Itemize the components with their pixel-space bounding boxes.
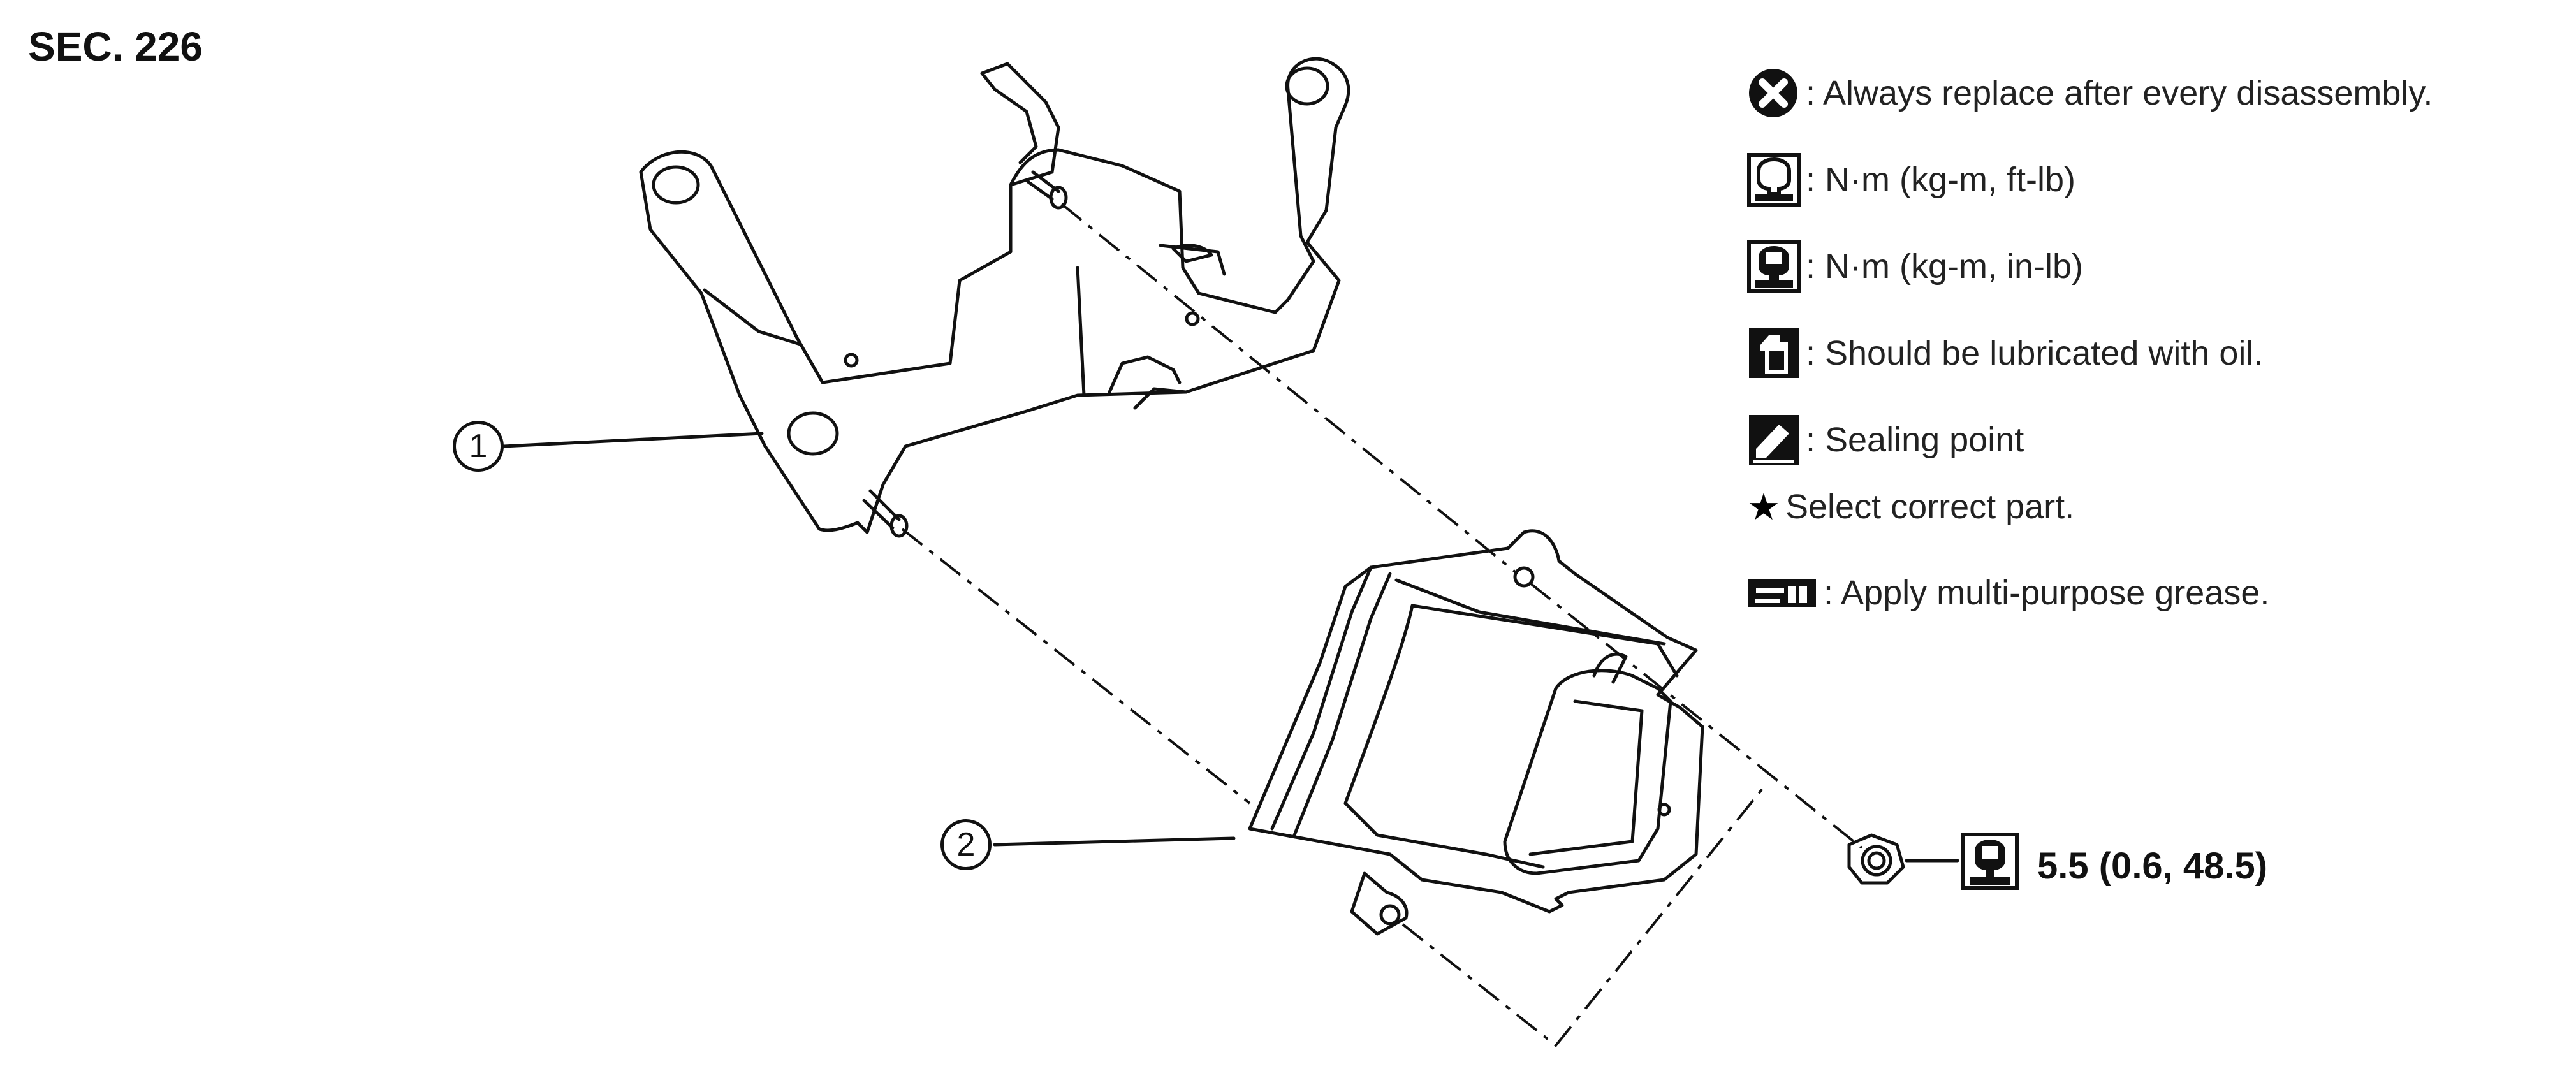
legend-text: : Should be lubricated with oil.: [1806, 334, 2264, 372]
legend-item-torque-ft-lb: : N·m (kg-m, ft-lb): [1747, 148, 2563, 212]
legend-text: Select correct part.: [1785, 488, 2075, 526]
legend-item-always-replace: : Always replace after every disassembly…: [1747, 61, 2563, 125]
legend-text: : Always replace after every disassembly…: [1806, 74, 2433, 112]
oil-can-icon: [1747, 324, 1806, 382]
callout-number: 2: [940, 819, 992, 870]
legend-item-select-part: ★ Select correct part.: [1747, 484, 2563, 529]
legend-item-sealing: : Sealing point: [1747, 408, 2563, 472]
star-icon: ★: [1747, 486, 1780, 528]
torque-value: 5.5 (0.6, 48.5): [2037, 845, 2268, 887]
torque-ft-lb-icon: [1747, 150, 1806, 209]
control-unit-part: [993, 529, 1704, 936]
legend-item-grease: : Apply multi-purpose grease.: [1747, 561, 2563, 625]
callout-number: 1: [453, 421, 504, 472]
legend-text: : N·m (kg-m, in-lb): [1806, 247, 2083, 286]
legend-text: : N·m (kg-m, ft-lb): [1806, 161, 2075, 199]
nut-part: [1847, 833, 1959, 885]
legend-item-oil: : Should be lubricated with oil.: [1747, 321, 2563, 385]
torque-in-lb-icon: [1747, 237, 1806, 296]
symbol-legend: : Always replace after every disassembly…: [1747, 61, 2563, 648]
torque-in-lb-icon: [1961, 832, 2019, 891]
legend-text: : Sealing point: [1806, 421, 2024, 459]
legend-text: : Apply multi-purpose grease.: [1824, 574, 2270, 612]
bracket-part: [502, 57, 1350, 538]
section-label: SEC. 226: [28, 24, 203, 69]
legend-item-torque-in-lb: : N·m (kg-m, in-lb): [1747, 235, 2563, 298]
always-replace-icon: [1747, 64, 1806, 122]
sealing-point-icon: [1747, 411, 1806, 469]
grease-icon: [1747, 564, 1824, 622]
alignment-lines: [901, 203, 1863, 1047]
